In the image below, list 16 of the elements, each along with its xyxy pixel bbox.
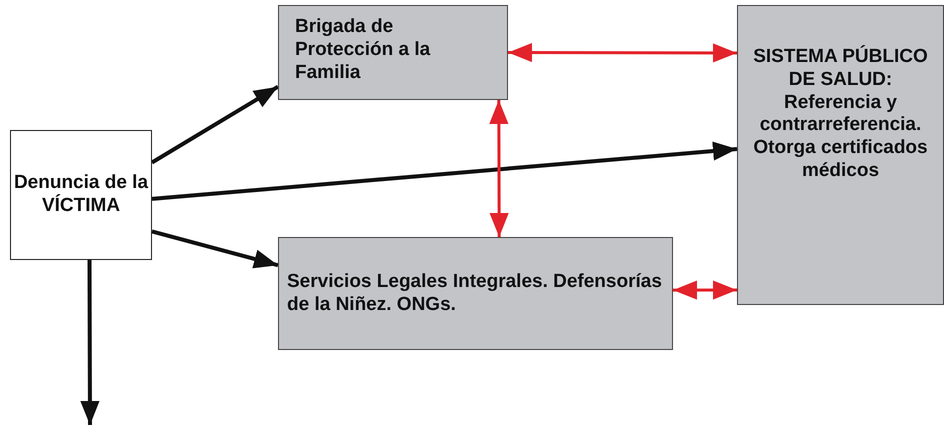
box-text: Brigada de Protección a la Familia [295, 16, 432, 84]
arrow [489, 100, 509, 237]
box-text: Servicios Legales Integrales. Defensorías de la Niñez. ONGs. [287, 270, 663, 316]
arrow [152, 141, 738, 201]
arrow [150, 84, 280, 164]
box-heading: SISTEMA PÚBLICO DE SALUD: [752, 46, 929, 92]
arrow [80, 260, 100, 425]
arrow [508, 42, 737, 63]
arrow [673, 280, 737, 300]
process-box [278, 5, 508, 100]
process-box [737, 5, 944, 305]
box-text: Denuncia de la VÍCTIMA [12, 172, 150, 218]
report-box [10, 130, 152, 260]
box-text: Referencia y contrarreferencia. Otorga certificados médicos [752, 92, 929, 183]
process-box [278, 237, 673, 350]
arrow [151, 229, 279, 268]
